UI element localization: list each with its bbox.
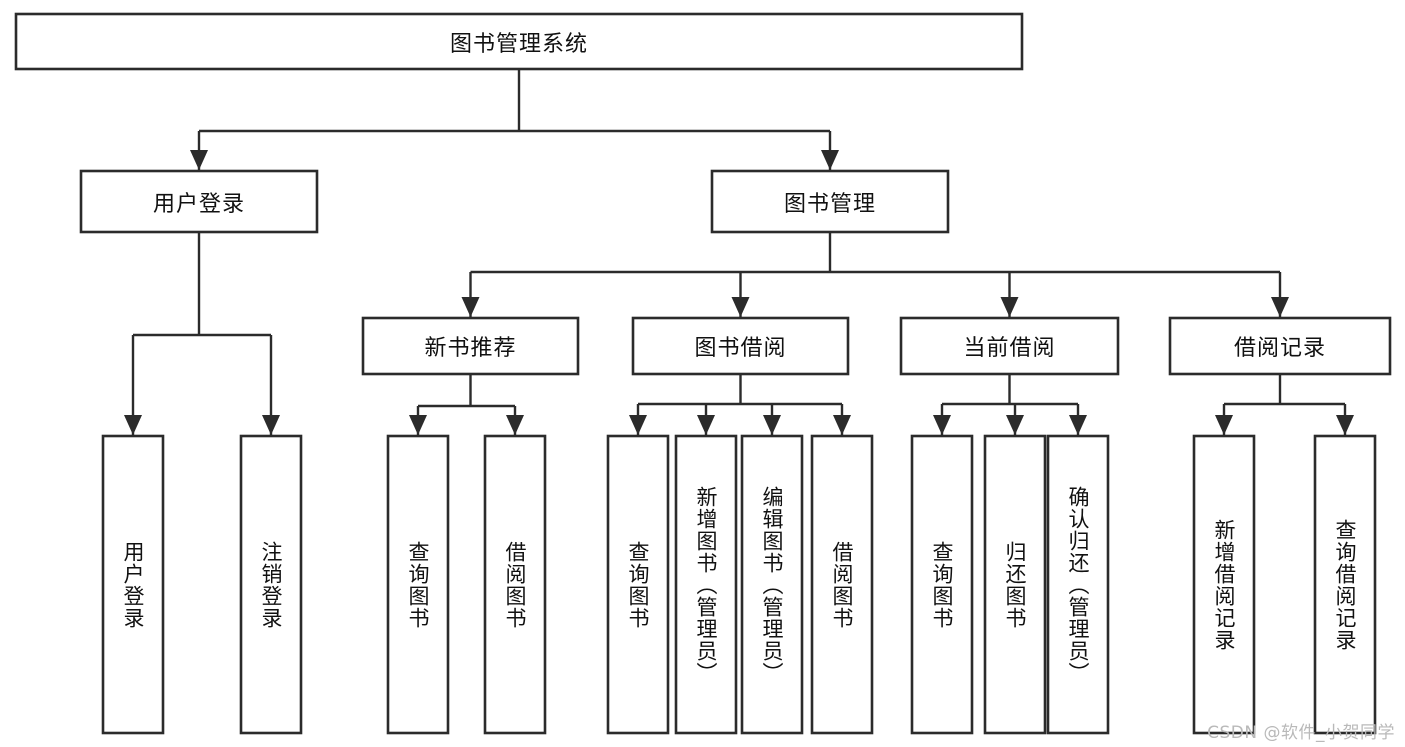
node-box-n-current-borrow[interactable] (899, 316, 1120, 376)
node-box-layer (14, 12, 1392, 735)
arrow-head-n-user-login-0 (124, 415, 142, 435)
node-box-l-edit-book[interactable] (740, 434, 804, 735)
node-box-l-query-book-1[interactable] (386, 434, 450, 735)
node-box-l-user-logout[interactable] (239, 434, 303, 735)
arrow-head-n-current-borrow-1 (1006, 415, 1024, 435)
arrow-head-n-book-mgmt-3 (1271, 297, 1289, 317)
arrow-head-n-new-book-rec-1 (506, 415, 524, 435)
csdn-watermark: CSDN @软件_小贺同学 (1207, 723, 1395, 743)
arrow-head-n-book-mgmt-0 (461, 297, 480, 317)
arrow-head-n-book-borrow-1 (697, 415, 715, 435)
node-box-l-query-book-2[interactable] (606, 434, 670, 735)
node-box-l-borrow-book-1[interactable] (483, 434, 547, 735)
arrow-head-n-book-mgmt-2 (1000, 297, 1019, 317)
node-box-l-confirm-return[interactable] (1046, 434, 1110, 735)
arrow-head-n-book-mgmt-1 (731, 297, 750, 317)
arrow-head-n-book-borrow-2 (763, 415, 781, 435)
node-box-root[interactable] (14, 12, 1024, 71)
node-box-l-return-book[interactable] (983, 434, 1047, 735)
node-box-l-query-book-3[interactable] (910, 434, 974, 735)
connector-layer (124, 69, 1354, 435)
arrow-head-n-current-borrow-2 (1069, 415, 1087, 435)
node-box-n-new-book-rec[interactable] (361, 316, 580, 376)
node-box-l-user-login[interactable] (101, 434, 165, 735)
node-box-l-add-record[interactable] (1192, 434, 1256, 735)
arrow-head-n-book-borrow-3 (833, 415, 851, 435)
arrow-head-n-borrow-record-1 (1336, 415, 1354, 435)
node-box-l-borrow-book-2[interactable] (810, 434, 874, 735)
arrow-head-n-current-borrow-0 (933, 415, 951, 435)
node-box-l-add-book[interactable] (674, 434, 738, 735)
node-box-n-book-borrow[interactable] (631, 316, 850, 376)
node-box-n-user-login[interactable] (79, 169, 319, 234)
node-box-n-book-mgmt[interactable] (710, 169, 950, 234)
arrow-head-root-0 (190, 150, 208, 170)
node-box-n-borrow-record[interactable] (1168, 316, 1392, 376)
arrow-head-n-borrow-record-0 (1215, 415, 1233, 435)
arrow-head-n-new-book-rec-0 (409, 415, 427, 435)
arrow-head-root-1 (821, 150, 839, 170)
node-box-l-query-record[interactable] (1313, 434, 1377, 735)
arrow-head-n-book-borrow-0 (629, 415, 647, 435)
arrow-head-n-user-login-1 (262, 415, 280, 435)
